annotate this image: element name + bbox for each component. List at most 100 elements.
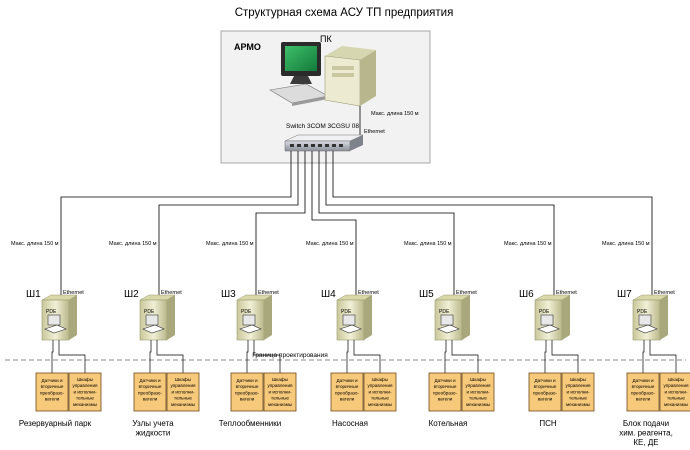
cabinet-id: Ш2 [124, 289, 139, 300]
actuators-box-line: механизмы [171, 402, 195, 407]
actuators-box-line: Шкафы [372, 377, 388, 382]
actuators-box-line: Шкафы [272, 377, 288, 382]
cabinet-ethernet-label: Ethernet [358, 290, 379, 296]
cabinet-side [364, 295, 372, 340]
sensors-box-line: преобразо- [433, 390, 457, 395]
sensors-box [528, 372, 562, 412]
cabinet-ethernet-label: Ethernet [654, 290, 675, 296]
actuators-box-line: Шкафы [175, 377, 191, 382]
cabinet-device-label: PDE [144, 309, 155, 315]
pc-tower-icon [324, 46, 376, 107]
sensors-box-line: вторичные [236, 384, 259, 389]
cabinet-device-label: PDE [439, 309, 450, 315]
actuators-box-line: тельные [174, 396, 192, 401]
cabinet-device-label: PDE [637, 309, 648, 315]
cabinet-side [264, 295, 272, 340]
laptop-icon [142, 324, 165, 334]
sensors-box-line: преобразо- [631, 390, 655, 395]
actuators-box-line: управления [170, 383, 196, 388]
actuators-box [659, 372, 690, 412]
cabinet-id: Ш6 [519, 289, 534, 300]
actuators-box-line: и исполни- [467, 389, 490, 394]
actuators-box-line: механизмы [566, 402, 590, 407]
link-to-sensors [544, 340, 547, 373]
actuators-box-line: управления [367, 383, 393, 388]
link-to-sensors [149, 340, 152, 373]
cabinet-link-4 [311, 151, 357, 298]
laptop-icon [635, 324, 658, 334]
link-to-sensors [346, 340, 349, 373]
laptop-screen-icon [47, 314, 61, 326]
sensors-box [35, 372, 69, 412]
cabinet-caption: Насосная [332, 419, 368, 428]
sensors-box-line: преобразо- [335, 390, 359, 395]
actuators-box-line: тельные [667, 396, 685, 401]
actuators-box-line: управления [565, 383, 591, 388]
sensors-box-line: Датчики и [139, 378, 160, 383]
cabinet-caption: Теплообменники [219, 419, 282, 428]
actuators-box-line: и исполни- [172, 389, 195, 394]
cabinet-device-label: PDE [539, 309, 550, 315]
link-to-actuators [451, 340, 479, 373]
actuators-box-line: Шкафы [470, 377, 486, 382]
cabinet-side [660, 295, 668, 340]
link-to-sensors [444, 340, 447, 373]
actuators-box-line: тельные [271, 396, 289, 401]
actuators-box [68, 372, 102, 412]
actuators-box-line: механизмы [466, 402, 490, 407]
cabinet-cable-note: Макс. длина 150 м [504, 241, 552, 247]
cabinet-cable-note: Макс. длина 150 м [109, 241, 157, 247]
cabinet-caption: Резервуарный парк [19, 419, 92, 428]
sensors-box-line: ватели [143, 397, 158, 402]
actuators-box-line: механизмы [664, 402, 688, 407]
link-to-actuators [649, 340, 677, 373]
cabinet-ethernet-label: Ethernet [63, 290, 84, 296]
sensors-box-line: Датчики и [236, 378, 257, 383]
laptop-screen-icon [342, 314, 356, 326]
cabinet-ethernet-label: Ethernet [258, 290, 279, 296]
actuators-box-line: механизмы [268, 402, 292, 407]
actuators-box-line: Шкафы [570, 377, 586, 382]
sensors-box-line: Датчики и [41, 378, 62, 383]
actuators-box [561, 372, 595, 412]
actuators-box-line: тельные [76, 396, 94, 401]
laptop-screen-icon [540, 314, 554, 326]
actuators-box-line: и исполни- [74, 389, 97, 394]
sensors-box-line: ватели [340, 397, 355, 402]
laptop-icon [339, 324, 362, 334]
cabinet-caption: КЕ, ДЕ [633, 438, 658, 447]
sensors-box-line: ватели [45, 397, 60, 402]
link-to-actuators [551, 340, 579, 373]
design-boundary-label: Граница проектирования [252, 352, 328, 359]
actuators-box-line: и исполни- [269, 389, 292, 394]
pc-label: ПК [320, 34, 332, 44]
actuators-box [363, 372, 397, 412]
actuators-box-line: и исполни- [665, 389, 688, 394]
actuators-box-line: Шкафы [668, 377, 684, 382]
cabinet-caption: Котельная [429, 419, 468, 428]
link-to-actuators [353, 340, 381, 373]
link-to-sensors [246, 340, 249, 373]
cabinet-ethernet-label: Ethernet [456, 290, 477, 296]
sensors-box-line: Датчики и [534, 378, 555, 383]
sensors-box-line: ватели [240, 397, 255, 402]
diagram-title: Структурная схема АСУ ТП предприятия [235, 7, 454, 19]
sensors-box-line: Датчики и [632, 378, 653, 383]
cabinet-link-5 [318, 151, 455, 298]
laptop-screen-icon [242, 314, 256, 326]
armo-ethernet-label: Ethernet [364, 129, 385, 135]
cabinet-id: Ш4 [321, 289, 336, 300]
cabinet-id: Ш1 [26, 289, 41, 300]
sensors-box-line: преобразо- [235, 390, 259, 395]
cabinet-caption: хим. реагента, [619, 429, 673, 438]
actuators-box-line: тельные [569, 396, 587, 401]
actuators-box-line: тельные [371, 396, 389, 401]
sensors-box-line: ватели [538, 397, 553, 402]
cabinet-link-6 [325, 151, 555, 298]
